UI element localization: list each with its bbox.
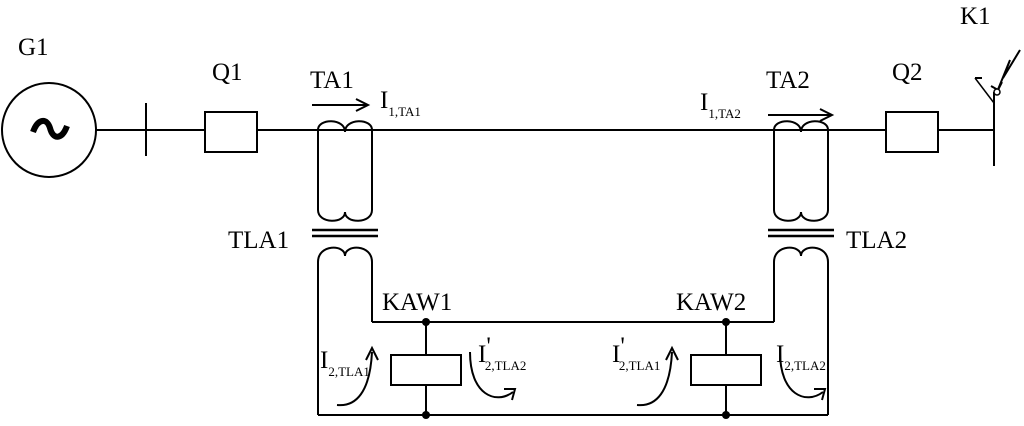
kaw1-label: KAW1 — [382, 289, 452, 316]
current-arrow-ta1 — [312, 98, 371, 112]
current-i2p-tla2-left: I'2,TLA2 — [478, 333, 526, 373]
fault-k1-label: K1 — [960, 3, 991, 30]
ct-ta1-label: TA1 — [310, 67, 354, 94]
ct-ta1-primary — [317, 120, 373, 222]
loop-arrow-right-2 — [779, 351, 827, 401]
current-i2-tla2-right: I2,TLA2 — [776, 341, 826, 373]
ct-ta2-label: TA2 — [766, 67, 810, 94]
loop-arrow-left-1 — [336, 345, 379, 407]
ct-ta2-primary — [773, 120, 829, 222]
relay-kaw1 — [390, 354, 462, 386]
current-i1-ta1: I1,TA1 — [380, 87, 421, 119]
tla2-transformer — [768, 228, 834, 263]
fault-k1-symbol — [974, 49, 1021, 104]
generator-label: G1 — [18, 34, 49, 61]
current-arrow-ta2 — [768, 108, 835, 122]
loop-arrow-right-1 — [636, 345, 679, 407]
generator-symbol: ~ — [49, 139, 50, 141]
breaker-q2-label: Q2 — [892, 59, 923, 86]
secondary-circuit — [317, 262, 829, 419]
relay-kaw2 — [690, 354, 762, 386]
current-i1-ta2: I1,TA2 — [700, 89, 741, 121]
loop-arrow-left-2 — [469, 351, 517, 401]
breaker-q1 — [204, 111, 258, 153]
breaker-q2 — [885, 111, 939, 153]
tla1-transformer — [312, 228, 378, 263]
tla2-label: TLA2 — [846, 227, 907, 254]
current-i2p-tla1-right: I'2,TLA1 — [612, 333, 660, 373]
breaker-q1-label: Q1 — [212, 59, 243, 86]
generator-g1 — [1, 82, 97, 178]
kaw2-label: KAW2 — [676, 289, 746, 316]
tla1-label: TLA1 — [228, 227, 289, 254]
current-i2-tla1-left: I2,TLA1 — [320, 347, 370, 379]
